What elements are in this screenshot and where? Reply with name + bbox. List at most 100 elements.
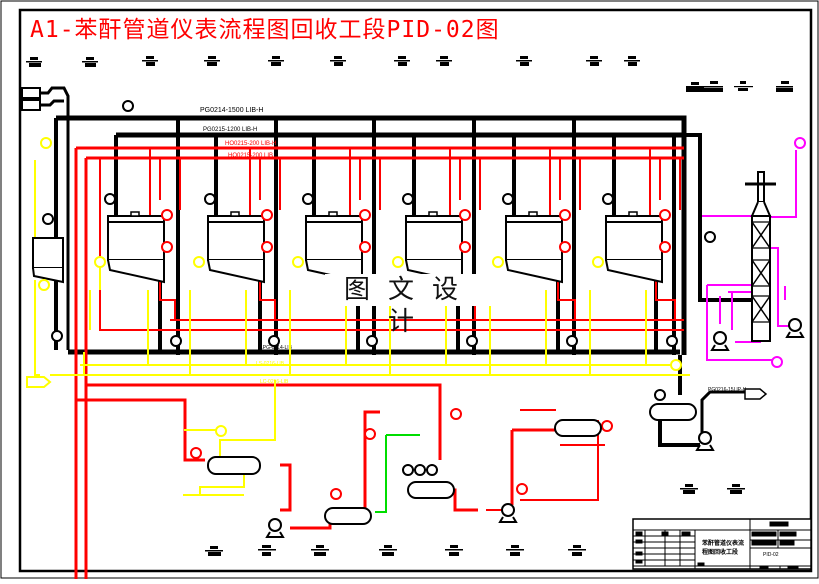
grid-mark [436,56,452,66]
tail-gas-scrubber [745,171,776,342]
instrument-bubble [193,256,205,268]
inner-frame [18,8,813,573]
instrument-bubble [659,241,671,253]
instrument-bubble [94,256,106,268]
instrument-bubble [302,193,314,205]
main-header-line [56,115,687,355]
pump [785,318,805,338]
instrument-bubble [659,209,671,221]
inlet-connectors [21,86,70,111]
grid-mark [204,56,220,66]
instrument-bubble [602,193,614,205]
line-label-bottom-header: LPG-0214-LIB [260,345,293,351]
title-block-line2: 程图回收工段 [701,548,738,556]
grid-mark [624,56,640,66]
instrument-bubble [392,256,404,268]
line-label-outlet: PG0216-15LIP-H [708,387,747,393]
vessel [407,481,455,499]
instrument-bubble [502,193,514,205]
instrument-bubble [215,425,227,437]
pump [498,503,518,523]
instrument-bubble [566,335,578,347]
instrument-bubble [38,279,50,291]
grid-mark [82,57,98,67]
instrument-bubble [292,256,304,268]
instrument-bubble [559,241,571,253]
bottom-grid-marks [205,484,745,556]
instrument-bubble [794,137,806,149]
instrument-bubble [492,256,504,268]
drawing-title: A1-苯酐管道仪表流程图回收工段PID-02图 [30,17,500,43]
title-block [632,518,812,570]
line-label-hot-oil-supply: HO0215-200 LIB-H [225,141,276,147]
title-block-drawing-no: PID-02 [763,552,779,558]
instrument-bubble [516,483,528,495]
watermark: 图文设计 [325,274,495,337]
instrument-bubble [459,241,471,253]
grid-mark [586,56,602,66]
switch-condensers [107,211,663,284]
instrument-bubble [359,209,371,221]
legend-marks [686,81,793,92]
grid-mark [330,56,346,66]
instrument-bubble [40,137,52,149]
grid-mark [394,56,410,66]
instrument-bubble [122,100,134,112]
instrument-bubble [330,488,342,500]
instrument-bubble [601,420,613,432]
horizontal-vessels [207,403,697,525]
instrument-bubble [402,464,414,476]
instrument-bubble [450,408,462,420]
instrument-bubble [190,447,202,459]
instrument-bubble [402,193,414,205]
instrument-bubble [704,231,716,243]
instrument-bubble [268,335,280,347]
vessel [207,456,261,475]
line-label-header-2: PG0215-1200 LIB-H [203,127,257,133]
instrument-bubble [42,213,54,225]
instrument-bubble [654,389,666,401]
pump [265,518,285,538]
grid-mark [142,56,158,66]
condenser-b [207,211,265,284]
top-grid-marks [26,56,640,67]
instrument-bubble [459,209,471,221]
condenser-c [305,211,363,284]
condenser-a [107,211,165,284]
instrument-bubble [559,209,571,221]
pump [710,331,730,351]
instrument-bubble [666,335,678,347]
water-lines [375,434,420,513]
condenser-f [605,211,663,284]
pump [695,431,715,451]
instrument-bubble [466,335,478,347]
condenser-e [505,211,563,284]
grid-mark [516,56,532,66]
instrument-bubble [670,359,682,371]
vessel [649,403,697,421]
instrument-bubble [592,256,604,268]
line-label-main-header: PG0214-1500 LIB-H [200,107,263,114]
pumps [265,318,805,538]
instrument-bubble [170,335,182,347]
instrument-bubble [771,356,783,368]
instrument-bubble [161,241,173,253]
pre-condenser [32,237,64,284]
instrument-bubble [261,241,273,253]
instruments [38,100,806,500]
instrument-bubble [359,241,371,253]
instrument-bubble [204,193,216,205]
instrument-bubble [104,193,116,205]
instrument-bubble [414,464,426,476]
instrument-bubble [366,335,378,347]
instrument-bubble [161,209,173,221]
vent-lines [702,150,797,361]
grid-mark [268,56,284,66]
instrument-bubble [261,209,273,221]
title-block-line1: 苯酐管道仪表流 [701,539,744,547]
grid-mark [26,57,42,67]
vessel [554,419,602,437]
